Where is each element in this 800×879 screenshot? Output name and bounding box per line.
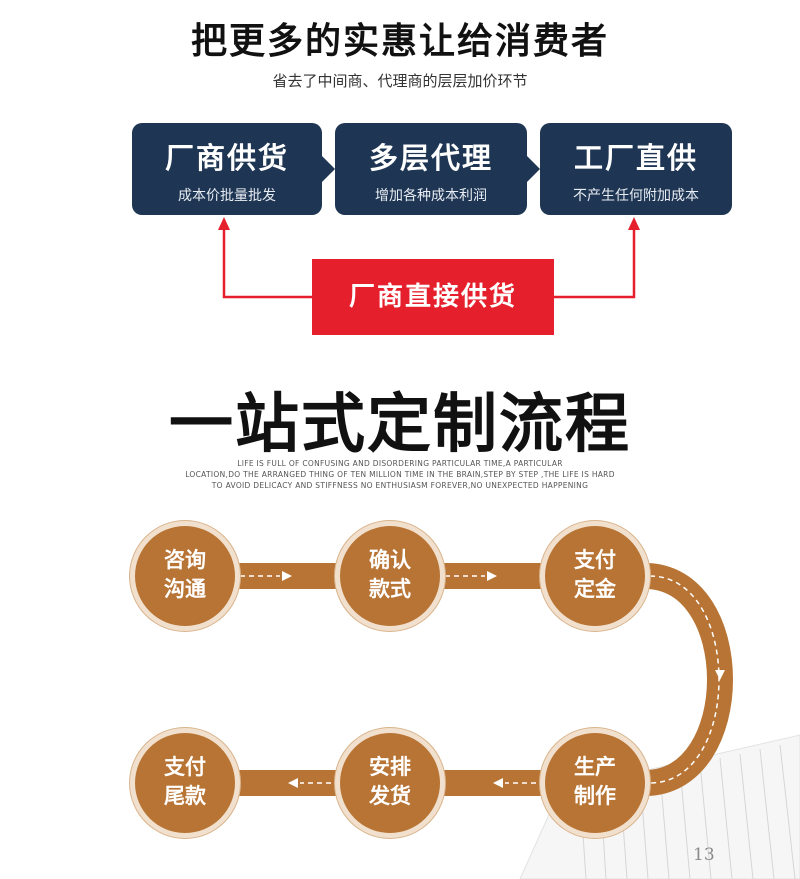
english-text-line: LIFE IS FULL OF CONFUSING AND DISORDERIN… bbox=[237, 459, 563, 468]
supply-box-desc: 增加各种成本利润 bbox=[375, 188, 487, 204]
main-title: 把更多的实惠让给消费者 bbox=[190, 21, 609, 62]
supply-box-agents: 多层代理 增加各种成本利润 bbox=[335, 123, 527, 215]
step-label: 安排 bbox=[369, 755, 411, 779]
step-label: 咨询 bbox=[164, 548, 206, 572]
supply-box-title: 工厂直供 bbox=[573, 141, 698, 175]
ruler-number: 13 bbox=[693, 845, 715, 865]
step-pay-balance: 支付 尾款 bbox=[135, 733, 235, 833]
main-subtitle: 省去了中间商、代理商的层层加价环节 bbox=[272, 72, 528, 90]
arrow-left-icon bbox=[288, 778, 298, 788]
direct-supply-badge: 厂商直接供货 bbox=[312, 259, 554, 335]
step-confirm-style: 确认 款式 bbox=[340, 526, 440, 626]
step-label: 款式 bbox=[369, 577, 411, 601]
step-label: 支付 bbox=[164, 755, 206, 779]
supply-box-factory: 工厂直供 不产生任何附加成本 bbox=[540, 123, 732, 215]
arrow-up-icon bbox=[218, 217, 230, 230]
supply-box-desc: 成本价批量批发 bbox=[178, 188, 276, 204]
supply-box-title: 厂商供货 bbox=[164, 141, 289, 175]
chevron-right-icon bbox=[321, 155, 335, 183]
step-production: 生产 制作 bbox=[545, 733, 645, 833]
flow-arrowheads bbox=[282, 571, 725, 788]
step-label: 生产 bbox=[574, 755, 616, 779]
step-shipping: 安排 发货 bbox=[340, 733, 440, 833]
step-consult: 咨询 沟通 bbox=[135, 526, 235, 626]
step-label: 定金 bbox=[574, 577, 616, 601]
flow-dashes bbox=[240, 575, 720, 784]
flow-path bbox=[235, 563, 733, 796]
process-title: 一站式定制流程 bbox=[169, 388, 631, 462]
supply-box-desc: 不产生任何附加成本 bbox=[573, 188, 699, 204]
arrow-left-icon bbox=[493, 778, 503, 788]
step-label: 发货 bbox=[369, 784, 411, 808]
red-arrows bbox=[222, 226, 636, 299]
step-pay-deposit: 支付 定金 bbox=[545, 526, 645, 626]
step-label: 确认 bbox=[369, 548, 411, 572]
arrow-up-icon bbox=[628, 217, 640, 230]
step-label: 沟通 bbox=[164, 577, 206, 601]
chevron-right-icon bbox=[526, 155, 540, 183]
step-label: 支付 bbox=[574, 548, 616, 572]
supply-box-title: 多层代理 bbox=[368, 141, 493, 175]
english-text-line: LOCATION,DO THE ARRANGED THING OF TEN MI… bbox=[185, 470, 615, 479]
arrow-right-icon bbox=[282, 571, 292, 581]
step-label: 制作 bbox=[574, 784, 616, 808]
step-label: 尾款 bbox=[164, 784, 206, 808]
english-text-line: TO AVOID DELICACY AND STIFFNESS NO ENTHU… bbox=[211, 481, 589, 490]
arrow-right-icon bbox=[487, 571, 497, 581]
supply-box-manufacturer: 厂商供货 成本价批量批发 bbox=[132, 123, 322, 215]
arrow-down-icon bbox=[715, 670, 725, 680]
